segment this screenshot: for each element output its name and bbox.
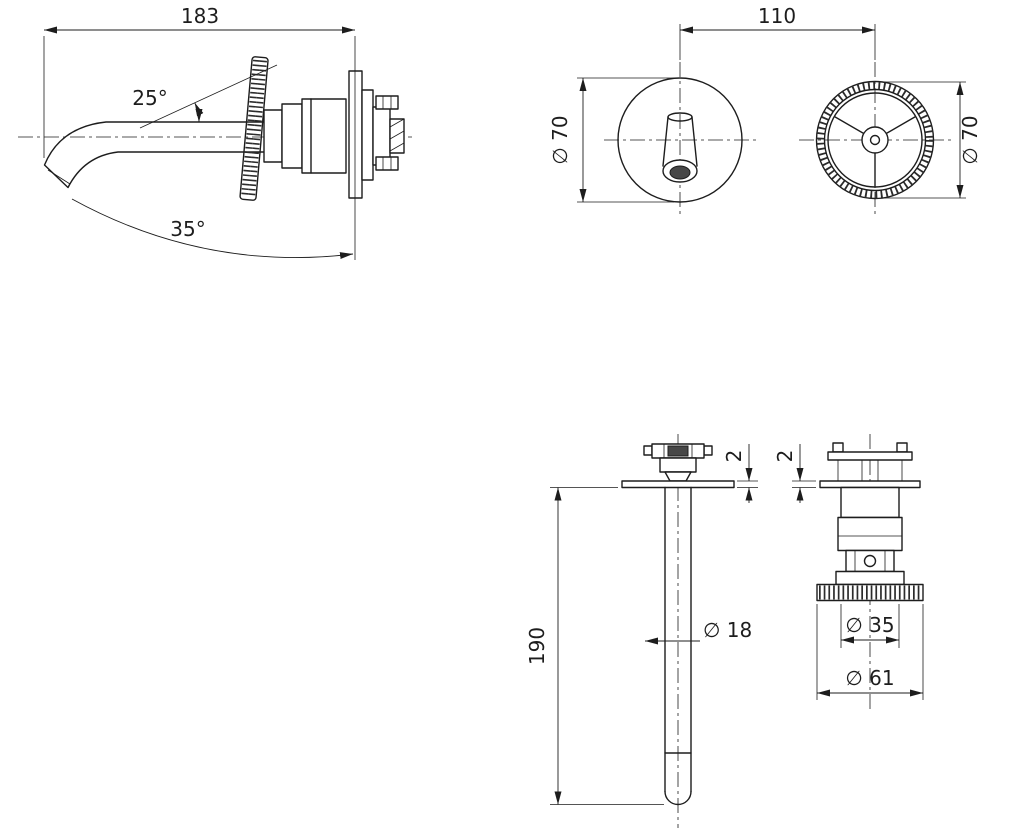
dim-label-tube-dia: ∅ 18 xyxy=(703,618,752,642)
dim-wheel-dia-61: ∅ 61 xyxy=(816,604,924,700)
front-view: 110 ∅ 70 ∅ 70 xyxy=(548,4,982,218)
handle-neck xyxy=(845,549,895,573)
handle-upper-body xyxy=(840,486,900,519)
dim-label-spout-plate-thickness: 2 xyxy=(722,450,746,463)
dim-label-handle-angle: 25° xyxy=(132,86,167,110)
dim-tube-dia-18: ∅ 18 xyxy=(645,618,752,645)
fixing-bolt-bottom xyxy=(375,156,399,171)
fixing-bolt-top xyxy=(375,95,399,110)
handwheel-knurl-ring xyxy=(816,81,934,199)
handwheel-hub-screw xyxy=(869,134,881,146)
dim-label-body-dia: ∅ 35 xyxy=(845,613,894,637)
handwheel-web-ring xyxy=(827,92,923,188)
spout-outline xyxy=(43,121,303,189)
dim-hole-centres-110: 110 xyxy=(679,4,876,60)
dim-label-wheel-dia: ∅ 61 xyxy=(845,666,894,690)
dim-spout-flange-dia: ∅ 70 xyxy=(548,77,674,203)
spout-tube xyxy=(664,486,692,806)
dim-handle-angle-25: 25° xyxy=(132,64,278,129)
dim-handle-plate-thickness: 2 xyxy=(773,444,816,503)
spout-profile-view: 2 190 ∅ 18 xyxy=(525,434,758,828)
stem-adapter xyxy=(263,109,283,163)
handle-body xyxy=(816,486,924,602)
handwheel-hub xyxy=(861,126,889,154)
handwheel-side-band xyxy=(816,583,924,602)
dim-body-dia-35: ∅ 35 xyxy=(840,604,900,648)
aerator-opening xyxy=(669,165,691,180)
handle-lower-body xyxy=(837,516,903,552)
handwheel-front-view xyxy=(799,62,951,218)
handwheel-edge-outline xyxy=(239,56,269,201)
handle-profile-view: 2 ∅ 35 ∅ 61 xyxy=(773,434,924,712)
spout-side-view: 183 25° 35° xyxy=(18,4,412,260)
spout-tube-tip xyxy=(664,790,692,806)
handwheel-edge-view xyxy=(239,56,269,201)
spout-wall-plate xyxy=(621,480,735,489)
dim-label-projection: 183 xyxy=(181,4,219,28)
dim-spout-plate-thickness: 2 xyxy=(722,444,758,503)
handle-wall-plate xyxy=(819,480,921,489)
dim-label-handle-flange-dia: ∅ 70 xyxy=(958,115,982,164)
threaded-inlet xyxy=(389,118,405,154)
dim-label-handle-plate-thickness: 2 xyxy=(773,450,797,463)
handle-collar xyxy=(835,570,905,586)
handle-fixing-hardware xyxy=(827,442,913,481)
dim-label-spout-length: 190 xyxy=(525,627,549,665)
dim-spout-angle-35: 35° xyxy=(71,198,354,260)
dim-label-hole-centres: 110 xyxy=(758,4,796,28)
body-cylinder xyxy=(301,98,347,174)
handwheel-spoke xyxy=(834,116,866,135)
dim-spout-length-190: 190 xyxy=(525,487,664,805)
wall-flange xyxy=(348,70,363,199)
grub-screw xyxy=(863,554,877,568)
spout-fixing-hardware xyxy=(643,443,713,482)
spout-front-view xyxy=(604,62,756,218)
handwheel-rim-inner xyxy=(823,88,927,192)
dim-label-spout-flange-dia: ∅ 70 xyxy=(548,115,572,164)
spout-tip-inner-edge xyxy=(47,169,71,185)
backplate xyxy=(361,89,374,181)
handwheel-spoke xyxy=(884,116,916,135)
dim-projection-183: 183 xyxy=(43,4,356,260)
dim-label-spout-angle: 35° xyxy=(170,217,205,241)
spout-escutcheon xyxy=(617,77,743,203)
stem-collar xyxy=(281,103,303,169)
valve-body xyxy=(263,70,405,199)
dim-handle-flange-dia: ∅ 70 xyxy=(881,81,982,199)
